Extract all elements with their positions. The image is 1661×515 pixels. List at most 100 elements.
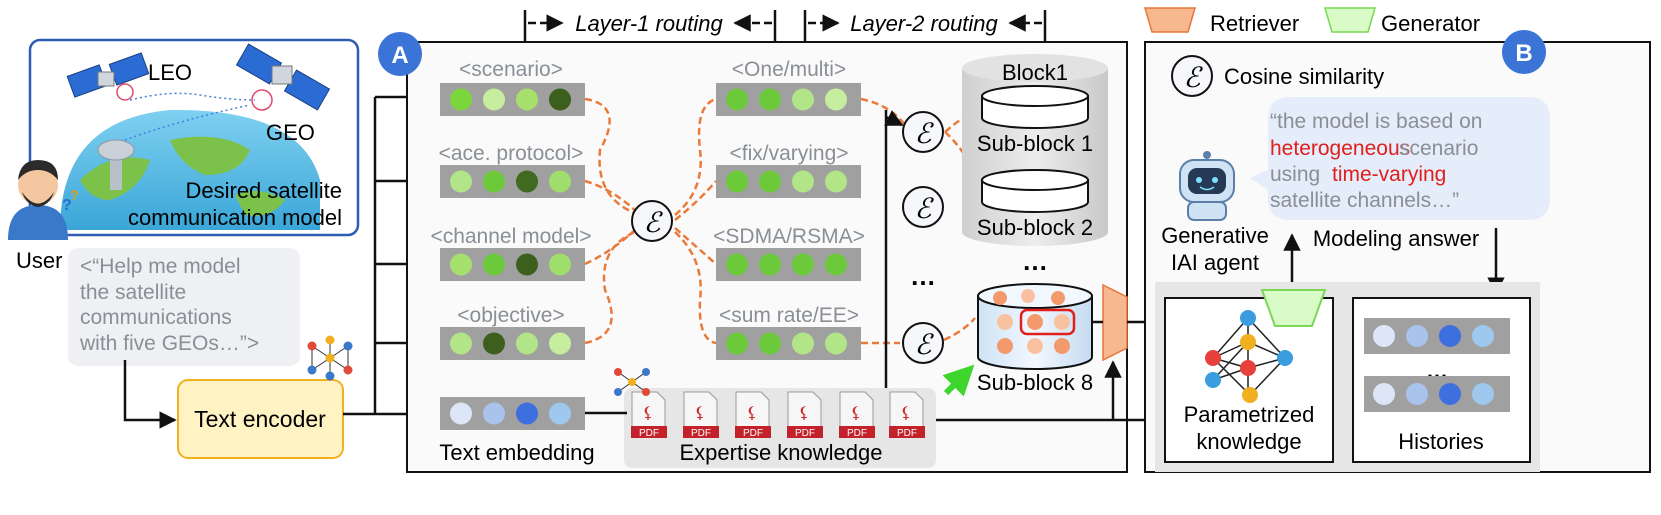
green-selection-arrow	[942, 364, 975, 397]
pdf-icon-4: ⚸ PDF	[787, 391, 823, 439]
pdf-icon-1: ⚸ PDF	[631, 391, 667, 439]
user-query-bubble: <“Help me model the satellite communicat…	[68, 248, 300, 366]
svg-text:⚸: ⚸	[694, 405, 706, 422]
layer1-similarity-node	[631, 200, 673, 242]
svg-text:PDF: PDF	[847, 428, 867, 439]
panel-b-badge-label: B	[1515, 40, 1532, 67]
layer1-routing-label: Layer-1 routing	[575, 11, 723, 36]
robot-agent-icon	[1179, 151, 1235, 221]
desired-model-line1: Desired satellite	[185, 178, 342, 203]
geo-label: GEO	[266, 120, 315, 145]
layer2-key-sdmarsma: <SDMA/RSMA>	[713, 225, 865, 248]
geo-satellite-icon	[235, 43, 331, 111]
query-line-1: <“Help me model	[80, 255, 240, 278]
sub-block-1-label: Sub-block 1	[977, 131, 1093, 156]
user-label: User	[16, 248, 62, 273]
query-line-3: communications	[80, 306, 232, 329]
answer-line-4: satellite channels…”	[1270, 189, 1459, 212]
svg-text:⚸: ⚸	[798, 405, 810, 422]
retriever-legend-icon	[1144, 7, 1196, 33]
generator-legend-label: Generator	[1381, 11, 1480, 36]
layer1-key-channel: <channel model>	[430, 225, 591, 248]
user-avatar: ? ?	[8, 160, 79, 240]
layer2-similarity-symbol-8: ℰ	[915, 329, 935, 360]
parametrized-knowledge-line1: Parametrized	[1184, 402, 1315, 427]
text-encoder-box	[177, 379, 344, 459]
svg-text:⚸: ⚸	[746, 405, 758, 422]
panel-b-badge	[1502, 30, 1546, 74]
svg-text:PDF: PDF	[639, 428, 659, 439]
pdf-icon-5: ⚸ PDF	[839, 391, 875, 439]
answer-highlight-time-varying: time-varying	[1332, 163, 1446, 186]
answer-line-1: “the model is based on	[1270, 110, 1482, 133]
panel-a-badge-label: A	[391, 42, 408, 69]
knowledge-network-icon	[1205, 310, 1293, 403]
cosine-legend-symbol: ℰ	[1184, 62, 1204, 93]
sub-block-1-disk	[981, 85, 1089, 107]
answer-line-2-rest: scenario	[1399, 137, 1478, 160]
svg-text:⚸: ⚸	[850, 405, 862, 422]
text-embedding-label: Text embedding	[439, 440, 594, 465]
svg-text:PDF: PDF	[795, 428, 815, 439]
pdf-icon-2: ⚸ PDF	[683, 391, 719, 439]
generator-legend-icon	[1324, 7, 1376, 33]
retriever-icon	[1102, 283, 1128, 362]
panel-a-badge	[378, 32, 422, 76]
modeling-answer-label: Modeling answer	[1313, 226, 1479, 251]
svg-text:?: ?	[62, 197, 72, 214]
sub-block-8-label: Sub-block 8	[977, 370, 1093, 395]
block1-cylinder	[962, 54, 1108, 246]
svg-text:PDF: PDF	[743, 428, 763, 439]
block1-label: Block1	[1002, 60, 1068, 85]
sub-block-8-cylinder	[977, 283, 1093, 370]
query-line-4: with five GEOs…”>	[79, 332, 259, 355]
text-encoder-label: Text encoder	[194, 406, 326, 432]
leo-satellite-icon	[66, 52, 150, 101]
neural-network-icon	[307, 335, 353, 381]
retriever-legend-label: Retriever	[1210, 11, 1299, 36]
layer2-key-sumrate: <sum rate/EE>	[719, 304, 859, 327]
layer1-similarity-symbol: ℰ	[644, 207, 664, 238]
answer-highlight-heterogeneous: heterogeneous	[1270, 137, 1410, 160]
answer-line-3-start: using	[1270, 163, 1326, 186]
layer1-key-protocol: <ace. protocol>	[439, 142, 584, 165]
leo-label: LEO	[148, 60, 192, 85]
text-encoder: Text encoder	[177, 335, 353, 459]
desired-model-line2: communication model	[128, 205, 342, 230]
cosine-similarity-label: Cosine similarity	[1224, 64, 1384, 89]
history-embeddings: …	[1364, 318, 1510, 412]
routing-headers: Layer-1 routing Layer-2 routing	[523, 10, 1047, 60]
answer-bubble-bg	[1250, 97, 1550, 220]
cosine-legend-node	[1171, 55, 1213, 97]
pdf-documents: ⚸ PDF ⚸ PDF ⚸ PDF ⚸ PDF ⚸ PDF ⚸ PDF	[614, 368, 925, 439]
parametrized-knowledge-line2: knowledge	[1196, 429, 1301, 454]
pdf-icon-3: ⚸ PDF	[735, 391, 771, 439]
sub-block-2-disk	[981, 169, 1089, 191]
query-line-2: the satellite	[80, 281, 186, 304]
layer2-similarity-node-8	[902, 322, 944, 364]
svg-text:⚸: ⚸	[900, 405, 912, 422]
layer2-similarity-symbol-1: ℰ	[915, 118, 935, 149]
user-panel: LEO GEO Desired satellite communication …	[8, 38, 360, 273]
ground-antenna-icon	[97, 139, 135, 190]
layer1-key-scenario: <scenario>	[459, 58, 563, 81]
layer2-node-ellipsis: …	[910, 261, 936, 291]
layer2-similarity-symbol-2: ℰ	[915, 193, 935, 224]
layer2-key-onemulti: <One/multi>	[732, 58, 846, 81]
agent-label-line1: Generative	[1161, 223, 1269, 248]
layer2-key-fixvarying: <fix/varying>	[729, 142, 848, 165]
signal-wave	[129, 92, 256, 101]
expertise-network-icon	[614, 368, 650, 396]
pdf-icon-6: ⚸ PDF	[889, 391, 925, 439]
agent-label-line2: IAI agent	[1171, 250, 1259, 275]
svg-text:?: ?	[70, 187, 79, 203]
embedding-rows	[440, 83, 861, 430]
legend: Retriever Generator	[1144, 7, 1480, 36]
layer1-key-objective: <objective>	[457, 304, 564, 327]
answer-bubble: “the model is based on heterogeneous sce…	[1250, 97, 1550, 220]
svg-text:PDF: PDF	[897, 428, 917, 439]
query-to-encoder-arrow	[123, 360, 177, 429]
histories-label: Histories	[1398, 429, 1484, 454]
layer2-similarity-node-2	[902, 186, 944, 228]
